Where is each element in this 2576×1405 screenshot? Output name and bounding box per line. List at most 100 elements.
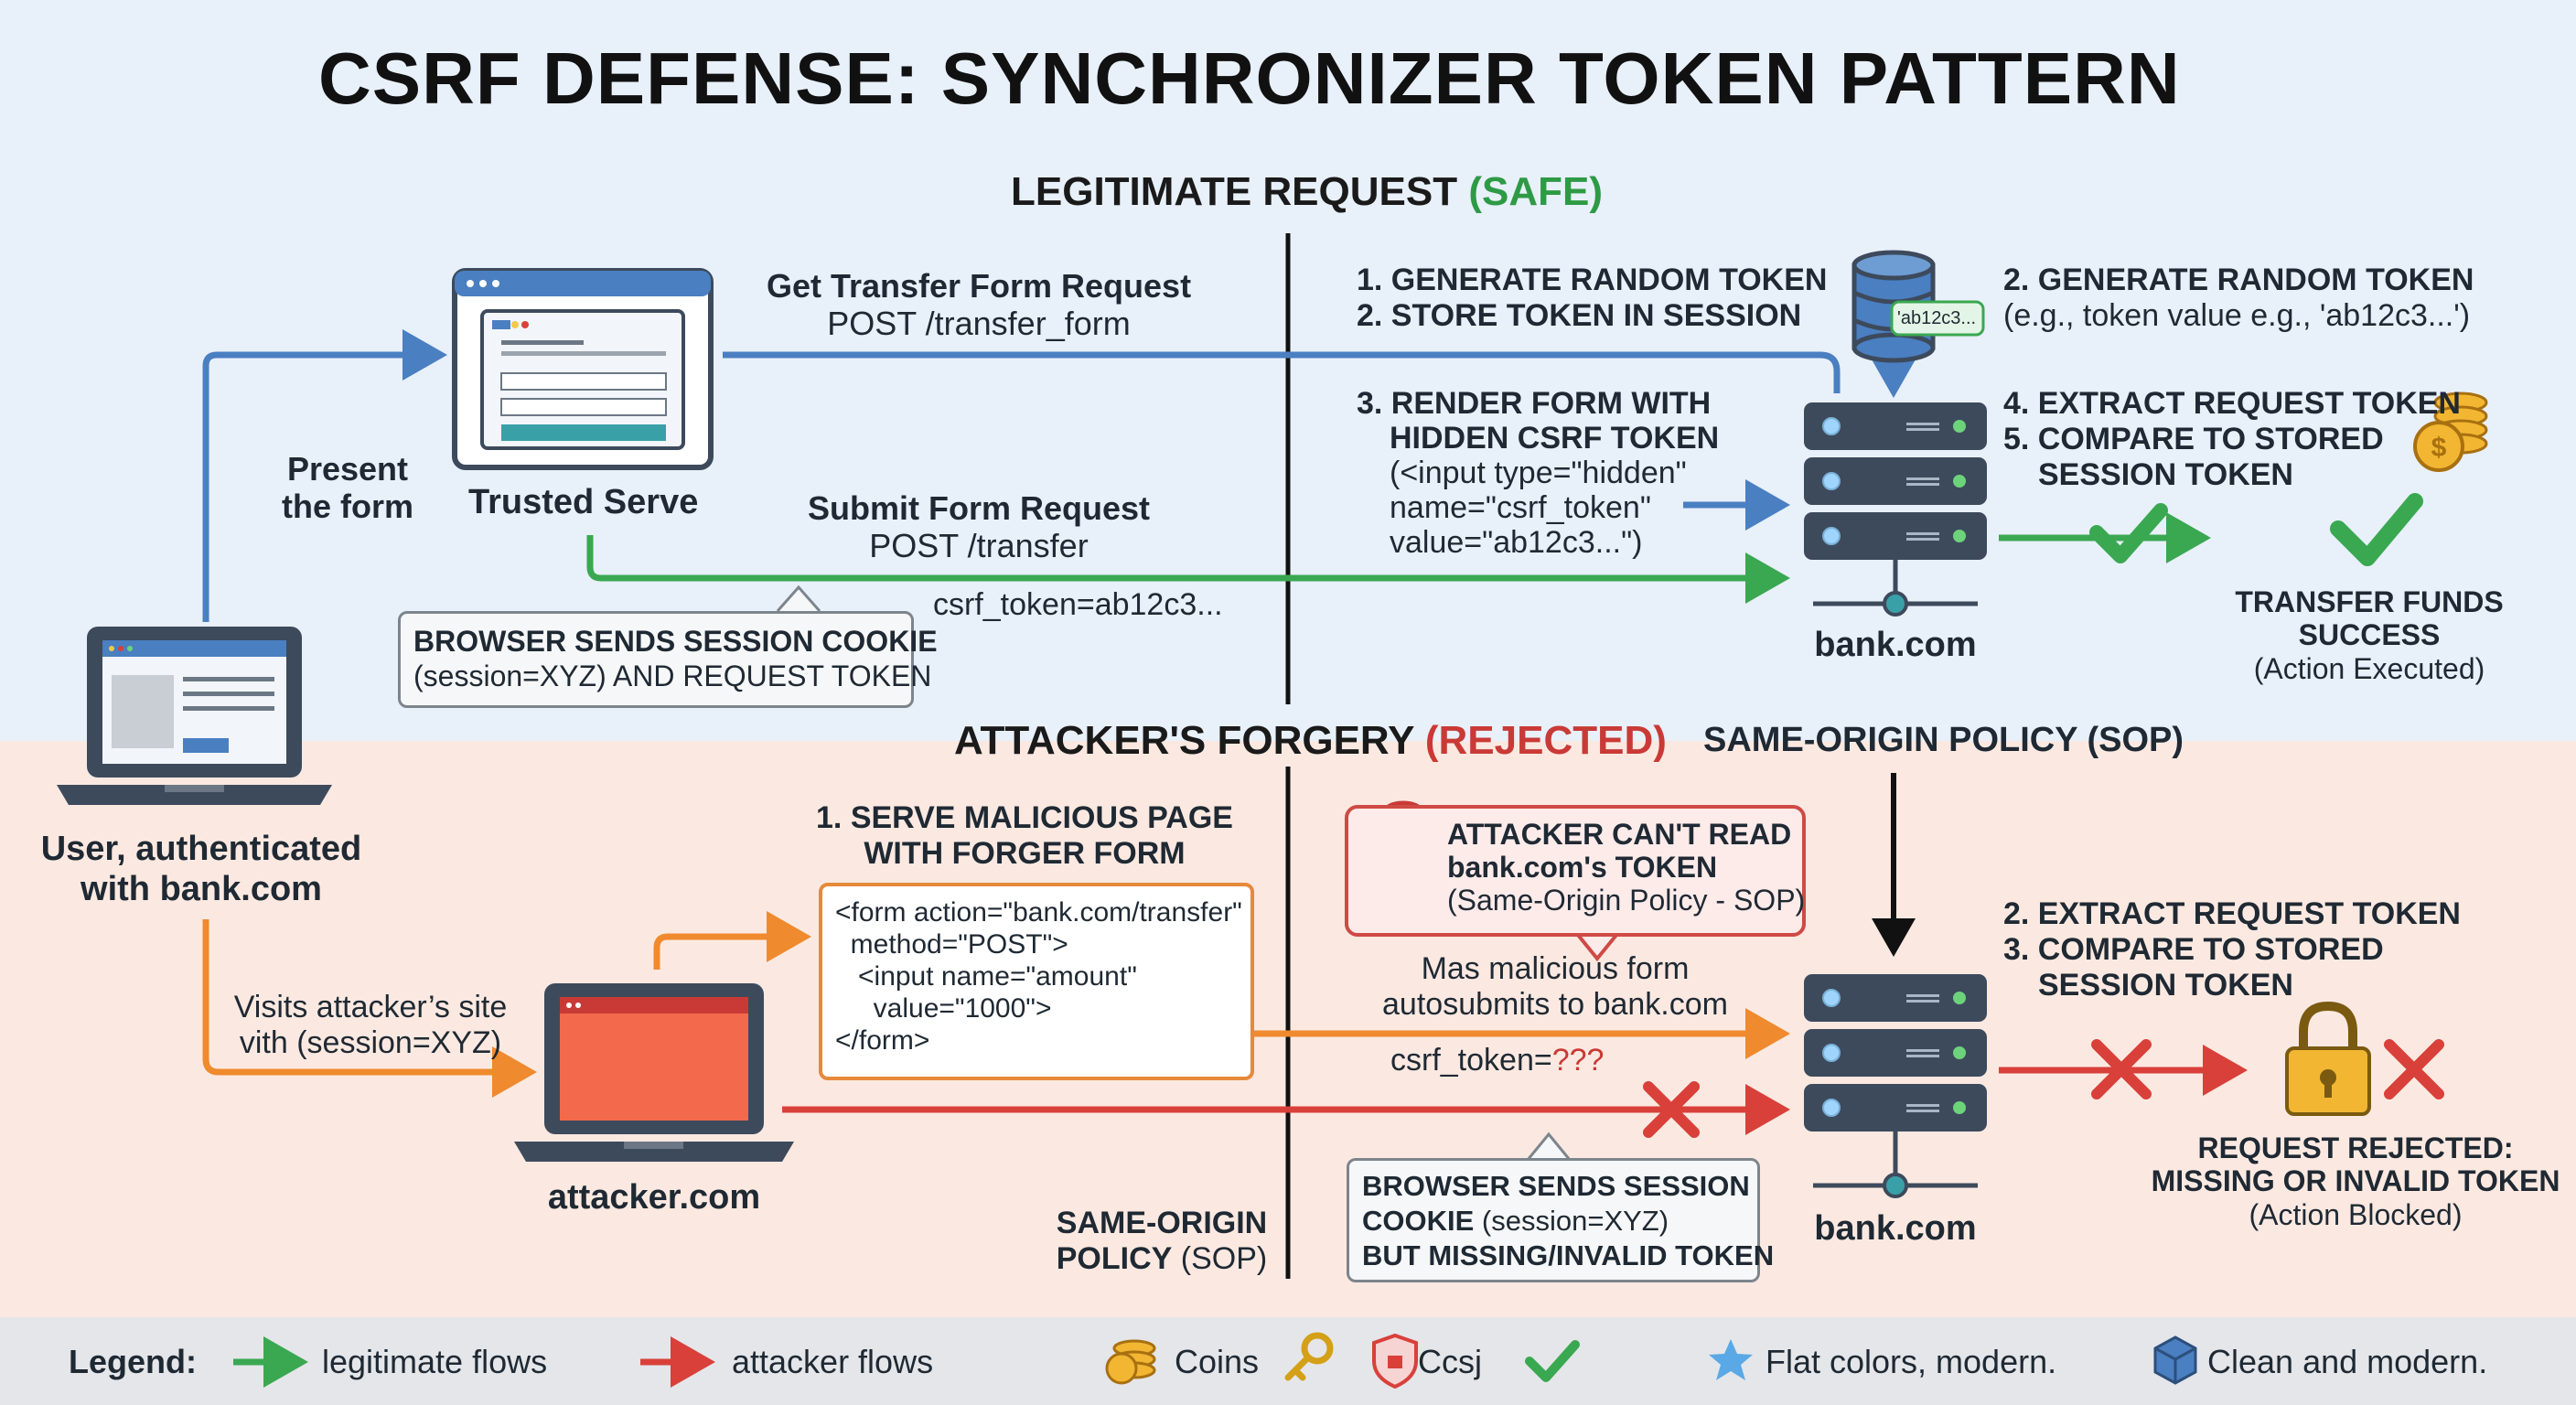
legitimate-heading-text: LEGITIMATE REQUEST [1011, 169, 1458, 214]
cookie-bottom-line-3: BUT MISSING/INVALID TOKEN [1362, 1239, 1775, 1271]
sop-bottom-line-1: SAME-ORIGIN [1056, 1206, 1268, 1240]
csrf-unknown-prefix: csrf_token= [1390, 1043, 1552, 1078]
attacker-laptop-icon [514, 983, 794, 1162]
user-laptop-icon [57, 627, 332, 805]
step-extract-compare: 4. EXTRACT REQUEST TOKEN 5. COMPARE TO S… [2003, 386, 2461, 493]
visits-attacker-arrow [202, 919, 537, 1098]
rejected-line-1: REQUEST REJECTED: [2197, 1132, 2514, 1164]
sop-bottom-line-2: POLICY [1056, 1241, 1173, 1277]
success-line-1: TRANSFER FUNDS [2235, 585, 2504, 618]
svg-text:$: $ [2431, 433, 2447, 463]
sop-bottom-line-3: (SOP) [1180, 1241, 1268, 1277]
compare-line-2: SESSION TOKEN [2038, 457, 2293, 493]
legend-star-icon [1709, 1339, 1753, 1380]
success-line-2: SUCCESS [2298, 618, 2441, 652]
form-code-line-4: value="1000"> [835, 993, 1052, 1024]
reject-x-icon [2091, 1039, 2152, 1099]
forged-form-code-box: <form action="bank.com/transfer" method=… [819, 883, 1254, 1080]
bank-server-top-icon [1803, 402, 1988, 617]
success-line-3: (Action Executed) [2253, 651, 2485, 685]
check-icon [2089, 503, 2168, 563]
bank-label-top: bank.com [1814, 626, 1977, 664]
cant-read-line-1: ATTACKER CAN'T READ [1447, 818, 1792, 851]
present-line-1: Present [286, 450, 409, 488]
sop-label-bottom: SAME-ORIGIN POLICY (SOP) [1034, 1206, 1290, 1277]
legend-key-icon [1284, 1332, 1334, 1381]
submit-request-title: Submit Form Request [807, 489, 1151, 527]
step-generate-token-2: 2. GENERATE RANDOM TOKEN [2003, 263, 2474, 297]
cookie-callout-line-2: (session=XYZ) AND REQUEST TOKEN [413, 660, 932, 692]
user-line-2: with bank.com [80, 869, 322, 908]
padlock-icon [2285, 1001, 2371, 1116]
cookie-bottom-line-2b: (session=XYZ) [1481, 1205, 1669, 1237]
rejected-line-3: (Action Blocked) [2249, 1197, 2463, 1231]
rejected-label: REQUEST REJECTED: MISSING OR INVALID TOK… [2141, 1132, 2571, 1231]
cant-read-line-2: bank.com's TOKEN [1447, 851, 1718, 884]
legend-flat: Flat colors, modern. [1766, 1343, 2057, 1380]
extract-line: 4. EXTRACT REQUEST TOKEN [2003, 386, 2461, 421]
malicious-line-2: autosubmits to bank.com [1382, 987, 1728, 1023]
attacker-heading: ATTACKER'S FORGERY (REJECTED) [954, 718, 1667, 765]
visits-line-2: vith (session=XYZ) [239, 1025, 502, 1061]
attacker-cant-read-callout: ATTACKER CAN'T READ bank.com's TOKEN (Sa… [1345, 805, 1806, 937]
step-render-form: 3. RENDER FORM WITH HIDDEN CSRF TOKEN (<… [1357, 386, 1719, 560]
success-label: TRANSFER FUNDS SUCCESS (Action Executed) [2195, 585, 2543, 685]
csrf-unknown-value: ??? [1551, 1043, 1605, 1078]
user-line-1: User, authenticated [40, 830, 362, 868]
bank-server-bottom-icon [1803, 973, 1988, 1198]
legend-label: Legend: [69, 1343, 197, 1380]
sop-label-top: SAME-ORIGIN POLICY (SOP) [1703, 721, 2184, 759]
csrf-token-unknown: csrf_token=??? [1390, 1043, 1604, 1078]
serve-line-2: WITH FORGER FORM [864, 836, 1186, 872]
submit-form-arrow [586, 535, 1790, 604]
rejected-tag: (REJECTED) [1424, 718, 1667, 763]
legend-shield-icon [1372, 1333, 1418, 1389]
trusted-server-label: Trusted Serve [468, 483, 699, 521]
legend-coins: Coins [1175, 1343, 1260, 1380]
form-code-line-2: method="POST"> [835, 929, 1068, 960]
render-line-1: 3. RENDER FORM WITH [1357, 386, 1712, 421]
attacker-heading-text: ATTACKER'S FORGERY [954, 718, 1414, 763]
legend-bar-background [0, 1317, 2576, 1405]
render-code-3: value="ab12c3...") [1390, 525, 1643, 561]
form-window-icon [452, 268, 714, 470]
cookie-callout-line-1: BROWSER SENDS SESSION COOKIE [413, 625, 938, 658]
success-check-icon [2330, 493, 2423, 566]
submit-request-path: POST /transfer [869, 527, 1089, 565]
compare-line-1: 5. COMPARE TO STORED [2003, 422, 2384, 457]
render-code-1: (<input type="hidden" [1390, 456, 1687, 491]
bank-label-bottom: bank.com [1814, 1209, 1977, 1248]
get-request-title: Get Transfer Form Request [766, 267, 1192, 305]
attack-compare-line-2: SESSION TOKEN [2038, 968, 2293, 1003]
step-generate-token: 1. GENERATE RANDOM TOKEN [1357, 263, 1828, 297]
form-code-line-3: <input name="amount" [835, 961, 1137, 992]
legend-legit: legitimate flows [322, 1343, 548, 1380]
rejected-line-2: MISSING OR INVALID TOKEN [2151, 1164, 2560, 1198]
legitimate-heading: LEGITIMATE REQUEST (SAFE) [1011, 169, 1603, 216]
cookie-callout-top: BROWSER SENDS SESSION COOKIE (session=XY… [398, 611, 938, 708]
legend-check-icon [1525, 1340, 1580, 1382]
legend-attacker: attacker flows [732, 1343, 934, 1380]
step-generate-token-example: (e.g., token value e.g., 'ab12c3...') [2003, 298, 2471, 333]
coins-icon: $ [2413, 391, 2488, 472]
serve-line-1: 1. SERVE MALICIOUS PAGE [816, 800, 1233, 835]
cookie-bottom-line-1: BROWSER SENDS SESSION [1362, 1170, 1750, 1202]
malicious-line-1: Mas malicious form [1421, 951, 1690, 986]
legend-clean: Clean and modern. [2207, 1343, 2488, 1380]
form-code-line-1: <form action="bank.com/transfer" [835, 897, 1242, 928]
legend-ccsj: Ccsj [1418, 1343, 1482, 1380]
legend-coins-icon [1105, 1339, 1156, 1385]
db-token-tag: 'ab12c3... [1897, 308, 1977, 328]
cookie-callout-bottom: BROWSER SENDS SESSION COOKIE (session=XY… [1347, 1158, 1774, 1282]
form-code-line-5: </form> [835, 1025, 930, 1056]
render-code-2: name="csrf_token" [1390, 490, 1651, 526]
render-line-2: HIDDEN CSRF TOKEN [1390, 421, 1720, 456]
blocked-x-icon [1643, 1081, 1700, 1138]
attack-compare-line-1: 3. COMPARE TO STORED [2003, 932, 2384, 968]
